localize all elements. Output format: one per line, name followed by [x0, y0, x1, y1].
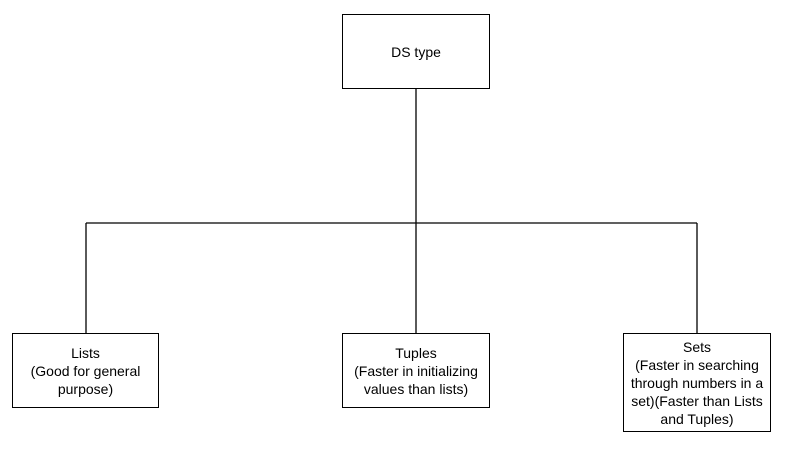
node-lists: Lists (Good for general purpose) [12, 333, 159, 408]
node-sets-line: through numbers in a [630, 374, 764, 391]
node-lists-title: Lists [71, 344, 100, 361]
node-tuples: Tuples (Faster in initializing values th… [342, 333, 490, 408]
node-sets: Sets (Faster in searching through number… [623, 333, 771, 432]
node-tuples-line: values than lists) [363, 380, 469, 397]
node-tuples-line: (Faster in initializing [354, 362, 478, 379]
node-ds-type: DS type [342, 14, 490, 89]
node-lists-line: (Good for general [30, 362, 141, 379]
node-sets-line: (Faster in searching [635, 356, 759, 373]
node-lists-line: purpose) [57, 380, 114, 397]
node-sets-title: Sets [682, 338, 711, 355]
node-sets-line: set)(Faster than Lists [631, 392, 763, 409]
node-ds-type-line: DS type [391, 43, 441, 60]
node-tuples-title: Tuples [395, 344, 437, 361]
node-sets-line: and Tuples) [660, 410, 734, 427]
